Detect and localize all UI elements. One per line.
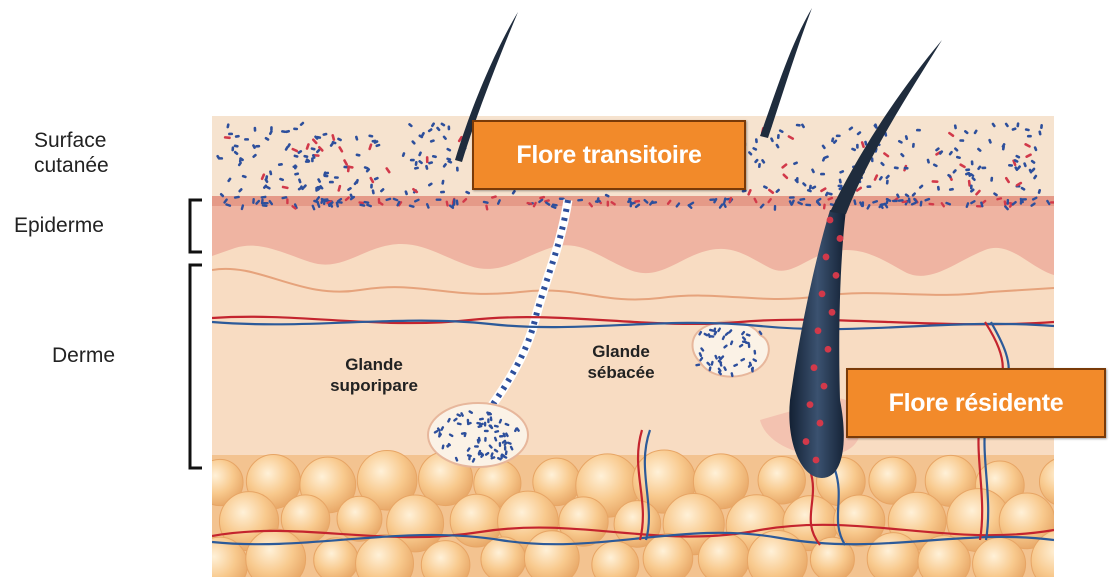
bacterium (370, 184, 373, 189)
bacterium (820, 173, 825, 176)
bacterium (305, 160, 310, 163)
bacterium (334, 176, 339, 179)
bacterium (447, 125, 450, 130)
flore-residente-callout: Flore résidente (846, 368, 1106, 438)
fat-globule (1056, 487, 1114, 551)
fat-globule (314, 538, 358, 577)
bacterium (823, 254, 830, 261)
glande-sudoripare-label: Glande suporipare (290, 354, 458, 396)
bacterium (829, 309, 836, 316)
bacterium (709, 198, 715, 201)
bacterium (981, 166, 986, 169)
bacterium (607, 201, 609, 207)
bacterium (499, 442, 502, 447)
bacterium (378, 198, 381, 204)
bacterium (819, 290, 826, 297)
bacterium (811, 364, 818, 371)
bacterium (270, 126, 273, 131)
bacterium (263, 202, 269, 205)
bacterium (774, 205, 777, 211)
bacterium (499, 435, 504, 438)
bacterium (815, 327, 822, 334)
fat-globule (643, 534, 693, 577)
bacterium (821, 383, 828, 390)
bacterium (484, 437, 487, 442)
bacterium (813, 457, 820, 464)
flore-transitoire-callout: Flore transitoire (472, 120, 746, 190)
bacterium (789, 196, 795, 199)
bacterium (1006, 199, 1009, 205)
bacterium (484, 430, 489, 432)
bacterium (329, 181, 334, 184)
bacterium (971, 160, 974, 165)
bacterium (487, 418, 489, 423)
bacterium (426, 156, 429, 163)
bacterium (807, 401, 814, 408)
bacterium (440, 191, 445, 194)
bacterium (805, 204, 811, 207)
bacterium (837, 235, 844, 242)
bacterium (833, 272, 840, 279)
derme-bracket (190, 265, 202, 468)
bacterium (231, 146, 234, 151)
bacterium (825, 346, 832, 353)
sweat-gland (428, 403, 528, 467)
bacterium (916, 129, 921, 132)
bacterium (504, 446, 506, 451)
bacterium (228, 133, 233, 136)
bacterium (474, 445, 479, 448)
bacterium (1050, 201, 1056, 203)
fat-globule (1039, 457, 1088, 506)
bacterium (292, 165, 297, 168)
bacterium (827, 217, 834, 224)
bacterium (410, 159, 415, 162)
bacterium (1027, 135, 1032, 138)
bacterium (244, 138, 249, 141)
bacterium (970, 184, 973, 189)
bacterium (286, 198, 288, 204)
bacterium (836, 134, 841, 137)
bacterium (931, 180, 938, 183)
bacterium (253, 127, 256, 132)
surface-cutanee-label: Surface cutanée (34, 128, 109, 178)
bacterium (453, 198, 456, 204)
bacterium (838, 185, 843, 188)
bacterium (866, 185, 871, 188)
epiderme-label: Epiderme (14, 213, 104, 238)
bacterium (436, 198, 442, 200)
bacterium (892, 200, 898, 202)
bacterium (1020, 199, 1023, 205)
bacterium (484, 422, 486, 427)
bacterium (803, 438, 810, 445)
bacterium (817, 420, 824, 427)
bacterium (856, 144, 859, 149)
bacterium (456, 167, 459, 172)
bacterium (777, 134, 780, 139)
bacterium (959, 139, 964, 142)
epiderme-bracket (190, 200, 202, 252)
glande-sebacee-label: Glande sébacée (556, 341, 686, 383)
derme-label: Derme (52, 343, 115, 368)
